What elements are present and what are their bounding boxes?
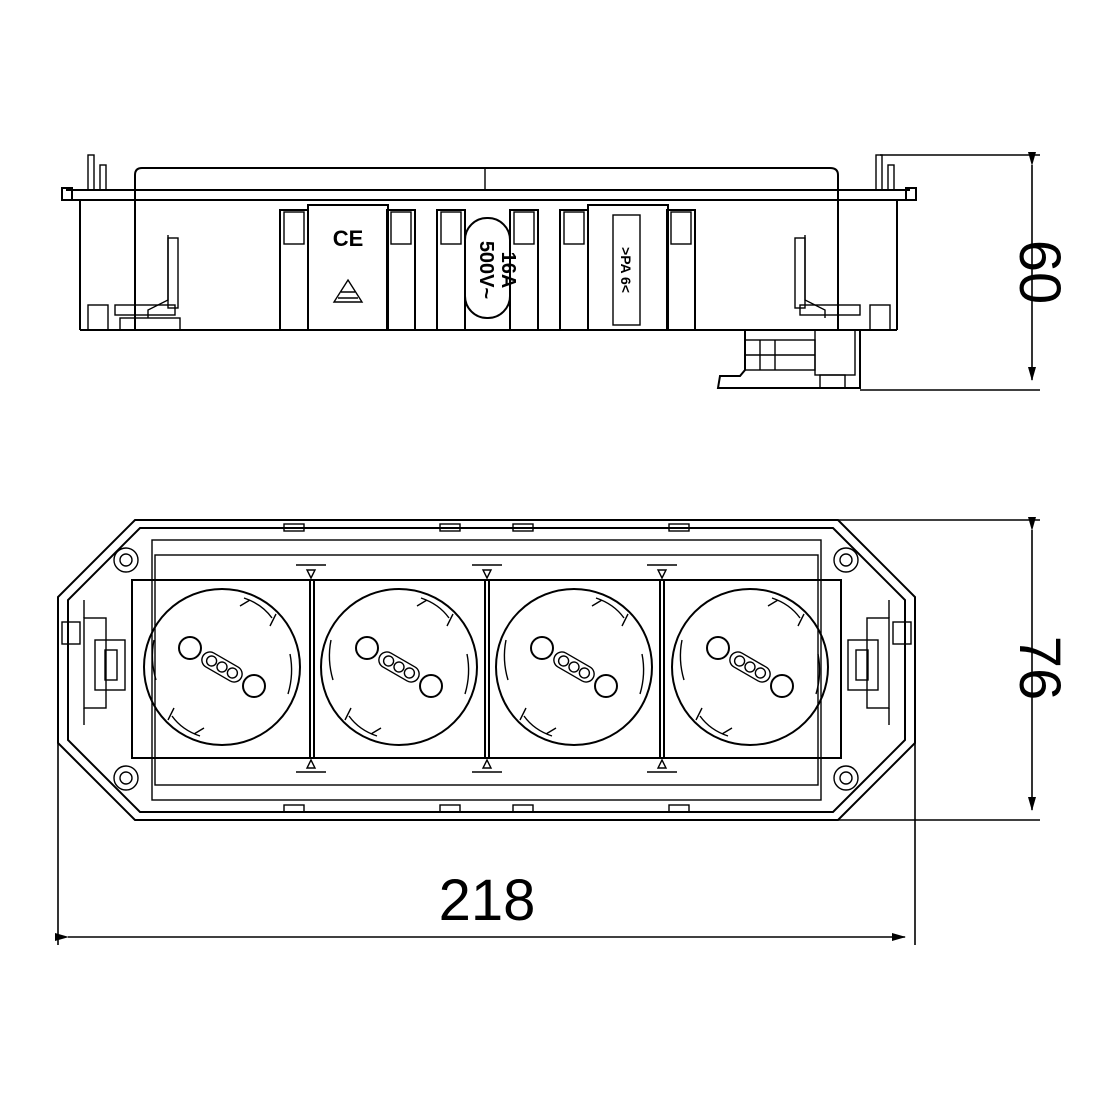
socket-outlet — [671, 588, 829, 746]
top-view — [57, 519, 916, 821]
dimension-label-60: 60 — [1007, 240, 1072, 305]
obo-logo — [553, 651, 595, 683]
ce-mark: CE — [333, 226, 364, 251]
obo-logo — [729, 651, 771, 683]
voltage-rating: 500V~ — [475, 241, 497, 299]
socket-outlet — [320, 588, 478, 746]
screw-icon — [113, 765, 139, 791]
left-clip — [61, 600, 126, 725]
dimension-label-218: 218 — [439, 868, 536, 933]
obo-logo — [378, 651, 420, 683]
screw-icon — [833, 547, 859, 573]
screw-icon — [113, 547, 139, 573]
socket-outlet — [495, 588, 653, 746]
screw-icon — [833, 765, 859, 791]
side-view: CE 500V~ 16A >PA 6< — [61, 154, 917, 389]
obo-logo — [201, 651, 243, 683]
dimension-depth: 76 — [838, 517, 1072, 821]
dimension-width: 218 — [55, 743, 916, 945]
dimension-height: 60 — [860, 152, 1072, 391]
approval-triangle-icon — [332, 278, 364, 303]
socket-outlet — [143, 588, 301, 746]
right-clip — [847, 600, 912, 725]
material-mark: >PA 6< — [618, 247, 634, 293]
dimension-label-76: 76 — [1007, 636, 1072, 701]
current-rating: 16A — [497, 252, 519, 289]
